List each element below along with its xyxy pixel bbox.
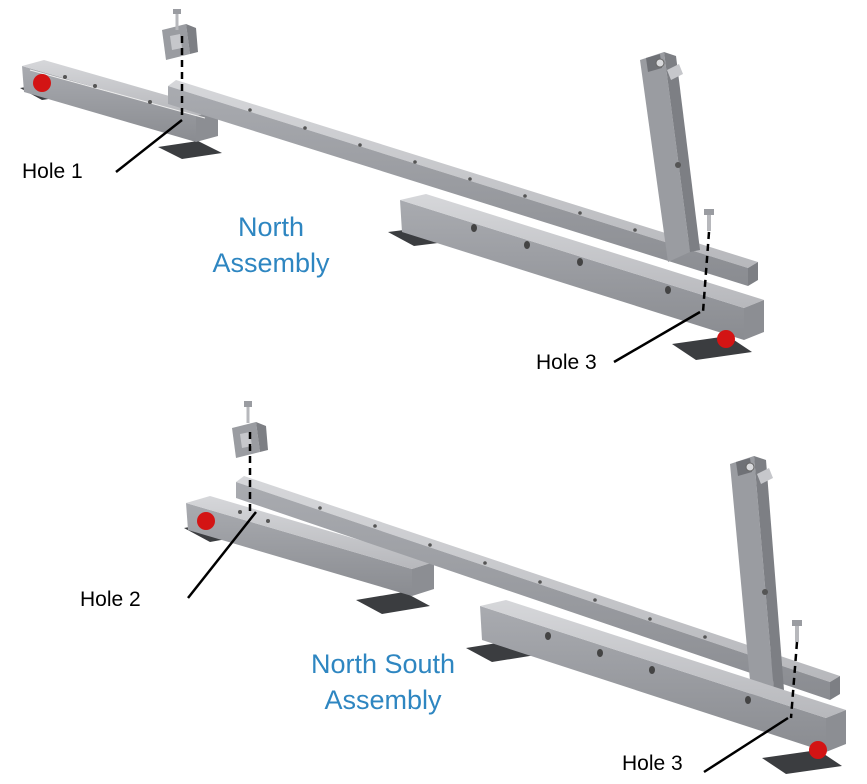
red-circle-marker-icon [809, 741, 827, 759]
north-south-clamp-bracket [232, 422, 268, 458]
north-hole-3-leader-line [613, 310, 701, 364]
north-assembly-title-line2: Assembly [212, 247, 330, 278]
hole-2-label: Hole 2 [80, 588, 141, 611]
north-clamp-bracket [162, 24, 198, 60]
north-south-assembly-title-line1: North South [310, 649, 456, 679]
bolt-icon [704, 209, 714, 231]
north-south-assembly [184, 401, 846, 774]
north-south-hole-3-label: Hole 3 [622, 752, 683, 775]
north-south-hole-3-leader-line [703, 716, 789, 774]
north-hole-3-label: Hole 3 [536, 351, 597, 374]
hole-1-leader-line [115, 119, 183, 173]
north-upright-bracket [640, 52, 700, 262]
red-circle-marker-icon [33, 74, 51, 92]
north-hole3-insertion-path [701, 231, 711, 313]
north-long-crossbar [168, 80, 758, 286]
north-assembly-title-line1: North [237, 212, 305, 242]
north-assembly [20, 9, 764, 364]
north-south-long-crossbar [236, 476, 840, 700]
bolt-icon [244, 401, 252, 423]
north-south-assembly-title: North South Assembly [278, 647, 488, 718]
hole-1-label: Hole 1 [22, 160, 83, 183]
bolt-icon [792, 620, 802, 642]
north-south-upright-bracket [730, 456, 784, 702]
north-south-hole3-insertion-path [789, 641, 799, 719]
red-circle-marker-icon [717, 330, 735, 348]
north-assembly-title: North Assembly [196, 210, 346, 281]
bolt-icon [173, 9, 181, 30]
north-right-ballast-rail [388, 194, 764, 360]
hole-2-leader-line [187, 511, 257, 599]
north-south-right-ballast-rail [466, 600, 846, 774]
red-circle-marker-icon [197, 512, 215, 530]
north-south-assembly-title-line2: Assembly [324, 684, 442, 715]
